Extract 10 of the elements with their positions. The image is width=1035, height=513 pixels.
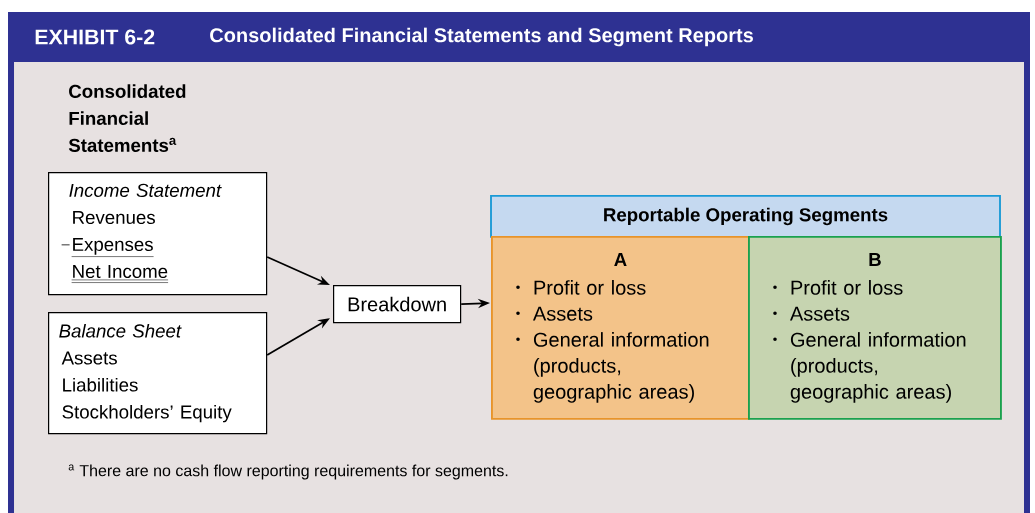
exhibit-number: EXHIBIT 6-2 xyxy=(35,29,155,45)
statement-box: Balance Sheet Assets Liabilities Stockholders’ Equity xyxy=(48,312,268,435)
header-band: Reportable Operating Segments xyxy=(490,195,1001,238)
footnote: $^{a}$ There are no cash flow reporting requirements for segments. xyxy=(68,464,508,480)
statement-box: Income Statement Revenues Expenses Net Income xyxy=(48,172,268,296)
heading: Consolidated Financial Statements$^{a}$ xyxy=(68,84,186,152)
title: Consolidated Financial Statements and Segment Reports xyxy=(210,27,753,47)
segment-box: B Profit or loss Assets General information (products, geographic areas) xyxy=(748,236,1002,420)
process-box: Breakdown xyxy=(333,285,462,324)
segment-box: A Profit or loss Assets General information (products, geographic areas) xyxy=(491,236,750,420)
